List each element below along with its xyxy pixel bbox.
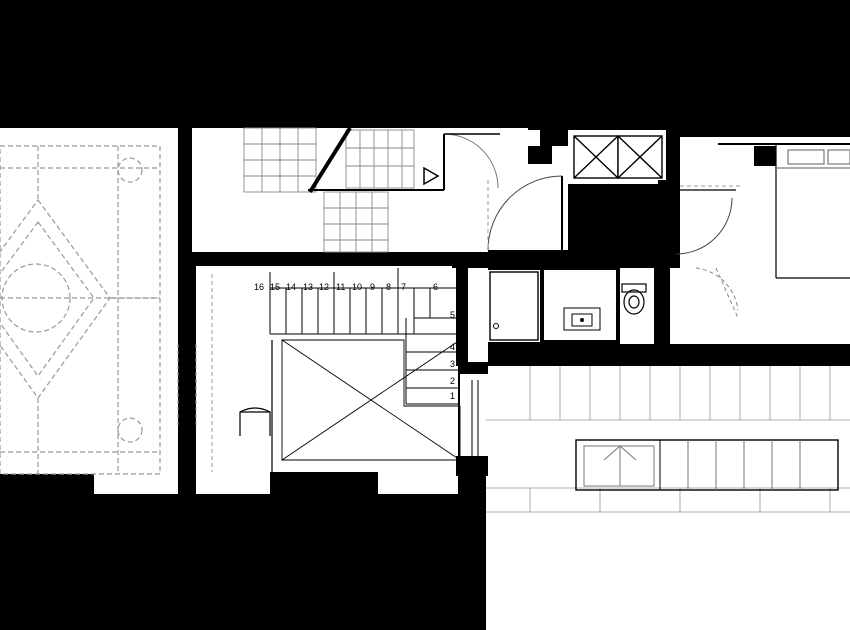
- lower-stair: [269, 268, 458, 405]
- stair-step-number: 12: [319, 282, 329, 292]
- stair-step-number: 5: [450, 310, 455, 320]
- stair-step-number: 4: [450, 342, 455, 352]
- bed: [718, 143, 850, 279]
- stair-step-number: 2: [450, 376, 455, 386]
- stair-step-number: 9: [370, 282, 375, 292]
- walls: [178, 128, 850, 494]
- upper-stair-stringer: [308, 126, 444, 194]
- windows: [184, 290, 479, 474]
- courtyard-pattern: [0, 145, 161, 475]
- stair-step-number: 8: [386, 282, 391, 292]
- stair-step-number: 6: [433, 282, 438, 292]
- roof-slats: [486, 366, 850, 513]
- stair-step-number: 15: [270, 282, 280, 292]
- opening-lines: [177, 180, 740, 472]
- skylight: [575, 439, 839, 491]
- stair-step-number: 14: [286, 282, 296, 292]
- stair-step-number: 7: [401, 282, 406, 292]
- stair-void: [271, 339, 461, 472]
- upper-flight-numbers: 16 15 14 13 12 11 10 9 8 7 6: [254, 282, 438, 292]
- stair-direction-arrow-icon: [423, 166, 440, 186]
- ventilation-shafts: [573, 135, 663, 179]
- shower: [489, 271, 539, 341]
- stair-step-number: 10: [352, 282, 362, 292]
- stair-step-number: 16: [254, 282, 264, 292]
- upper-stair: [243, 127, 415, 253]
- stair-step-number: 1: [450, 391, 455, 401]
- door-swings: [443, 133, 739, 319]
- stair-step-number: 3: [450, 359, 455, 369]
- sink: [563, 307, 601, 331]
- lower-flight-numbers: 5 4 3 2 1: [450, 310, 455, 401]
- toilet: [621, 283, 647, 315]
- stair-step-number: 11: [336, 282, 345, 292]
- stair-step-number: 13: [303, 282, 313, 292]
- chair: [239, 407, 271, 436]
